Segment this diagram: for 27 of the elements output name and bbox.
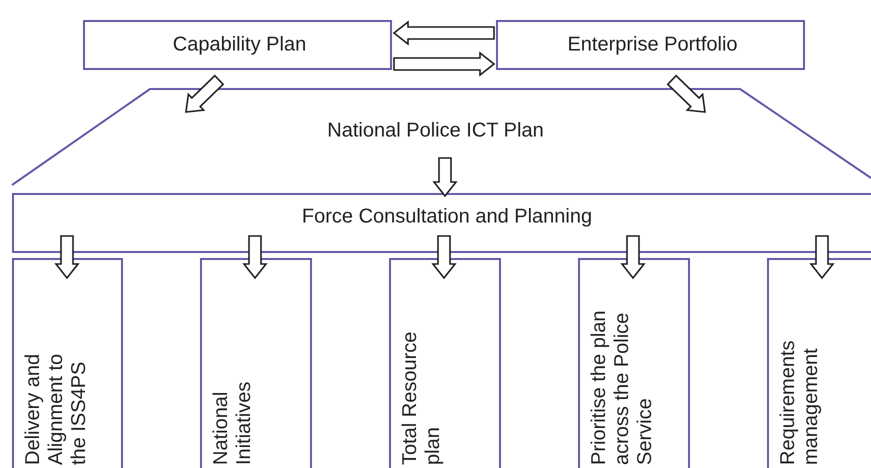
process-box [83,20,392,70]
block-arrow [432,157,458,198]
block-arrow [242,235,268,280]
block-arrow [431,235,457,280]
column-label: Total Resource plan [399,330,445,465]
column-box [200,258,312,468]
box-label: National Police ICT Plan [327,120,544,142]
box-label: Enterprise Portfolio [567,34,738,56]
process-box [496,20,805,70]
box-label: Force Consultation and Planning [302,206,592,228]
block-arrow [666,74,706,113]
column-label: National Initiatives [210,380,256,465]
box-label: Capability Plan [172,34,306,56]
column-box [578,258,690,468]
block-arrow [392,20,495,46]
column-label: Requirements management [777,339,823,465]
block-arrow [185,74,224,113]
process-box [12,193,871,253]
column-label: Prioritise the plan across the Police Service [588,309,657,465]
block-arrow [620,235,646,280]
block-arrow [54,235,80,280]
column-box [389,258,501,468]
column-box [12,258,123,468]
column-box [767,258,871,468]
block-arrow [809,235,835,280]
column-label: Delivery and Alignment to the ISS4PS [22,352,91,465]
block-arrow [393,51,496,77]
